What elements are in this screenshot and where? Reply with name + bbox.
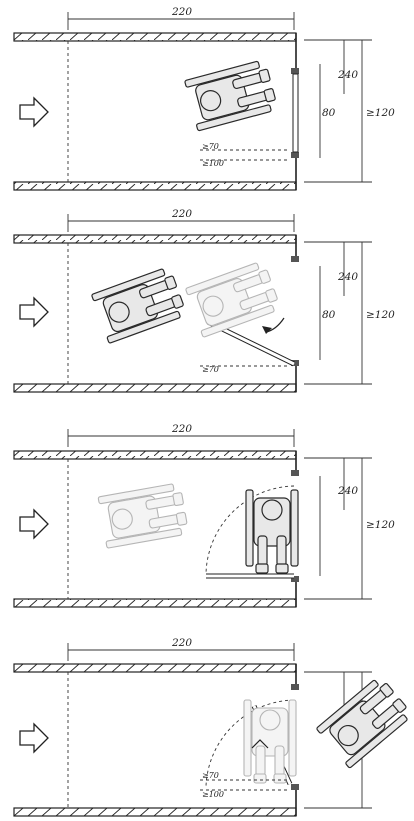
opening-label: 80 — [322, 107, 336, 119]
width-label: 220 — [171, 423, 192, 435]
depth-label: ≥120 — [366, 519, 395, 531]
wheelchair-figure — [90, 265, 188, 345]
wheelchair-figure — [315, 674, 414, 769]
opening-label: 80 — [322, 309, 336, 321]
wheelchair-figure — [183, 58, 279, 132]
clearance2-label: ≥100 — [202, 159, 224, 168]
depth-label: ≥120 — [366, 107, 395, 119]
clearance-label: ≥70 — [202, 771, 219, 780]
panel-2: 220 240 80 ≥120 ≥70 — [13, 208, 395, 393]
direction-arrow-icon — [19, 723, 49, 753]
clearance2-label: ≥100 — [202, 790, 224, 799]
width-label: 220 — [171, 6, 192, 18]
clearance-label: ≥70 — [202, 142, 219, 151]
panel-4: 220 ≥70 ≥100 — [13, 637, 414, 817]
panel-3: 220 240 ≥120 — [13, 423, 395, 608]
dim-width: 220 — [67, 637, 295, 661]
wheelchair-figure — [245, 489, 299, 574]
gap-label: 240 — [337, 485, 358, 497]
width-label: 220 — [171, 637, 192, 649]
dim-right: 240 80 ≥120 — [304, 241, 395, 385]
wheelchair-ghost-figure — [184, 259, 282, 338]
wheelchair-ghost-figure — [97, 482, 190, 549]
wheelchair-ghost-figure — [243, 699, 297, 784]
width-label: 220 — [171, 208, 192, 220]
gap-label: 240 — [337, 69, 358, 81]
gap-label: 240 — [337, 271, 358, 283]
dim-right: 240 ≥120 — [304, 457, 395, 600]
panel-1: 220 240 80 ≥120 ≥70 ≥100 — [13, 6, 395, 191]
direction-arrow-icon — [19, 97, 49, 127]
depth-label: ≥120 — [366, 309, 395, 321]
direction-arrow-icon — [19, 509, 49, 539]
direction-arrow-icon — [19, 297, 49, 327]
dim-width: 220 — [67, 6, 295, 30]
clearance-label: ≥70 — [202, 365, 219, 374]
dim-width: 220 — [67, 208, 295, 232]
dim-width: 220 — [67, 423, 295, 447]
dim-right: 240 80 ≥120 — [304, 39, 395, 183]
